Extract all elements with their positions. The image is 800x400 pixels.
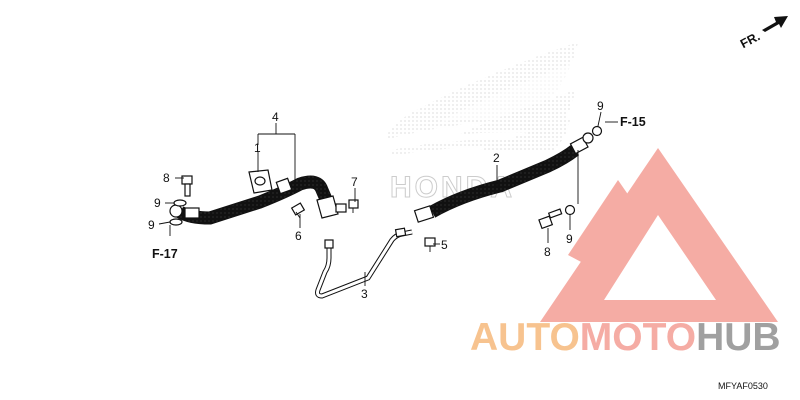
washer-right-lower: [564, 204, 576, 216]
clamp-part: [248, 169, 273, 194]
washer-left-lower: [169, 218, 183, 226]
leader-lines: [158, 111, 618, 286]
hose-assembly-left: [169, 175, 347, 225]
banjo-bolt-left: [181, 175, 193, 197]
svg-text:AUTOMOTOHUB: AUTOMOTOHUB: [470, 316, 781, 359]
ref-label-left: F-17: [152, 247, 178, 261]
callout-8-right: 8: [544, 245, 551, 259]
washer-right-upper: [591, 125, 603, 137]
watermark-triangle-mark: [540, 148, 778, 322]
diagram-code: MFYAF0530: [718, 381, 768, 391]
washer-left-upper: [173, 199, 187, 207]
ref-label-right: F-15: [620, 115, 646, 129]
brake-pipe: [315, 227, 413, 299]
bolt-5: [424, 237, 436, 252]
callout-5: 5: [441, 238, 448, 252]
hose-assembly-right: [413, 132, 594, 223]
watermark-logo: AUTOMOTOHUB: [470, 148, 781, 359]
bolt-7: [348, 199, 359, 213]
callout-9-right-lower: 9: [566, 232, 573, 246]
banjo-bolt-right: [538, 208, 563, 230]
callout-2: 2: [493, 151, 500, 165]
callout-9-left-lower: 9: [148, 218, 155, 232]
bolt-6: [290, 202, 306, 219]
callout-3: 3: [361, 287, 368, 301]
callout-9-left-upper: 9: [154, 196, 161, 210]
front-arrow-icon: [762, 16, 788, 32]
watermark-text-moto: MOTO: [580, 316, 696, 359]
honda-wing-logo: HONDA: [385, 42, 578, 205]
callout-7: 7: [351, 175, 358, 189]
front-direction-indicator: FR.: [738, 16, 788, 51]
callout-9-right-upper: 9: [597, 99, 604, 113]
watermark-text-auto: AUTO: [470, 316, 580, 359]
callout-8-left: 8: [163, 171, 170, 185]
callout-1: 1: [254, 141, 261, 155]
callout-6: 6: [295, 229, 302, 243]
watermark-inner-stroke: [568, 180, 640, 272]
watermark-text-hub: HUB: [696, 316, 781, 359]
callout-4: 4: [272, 110, 279, 124]
front-arrow-label: FR.: [738, 29, 762, 51]
